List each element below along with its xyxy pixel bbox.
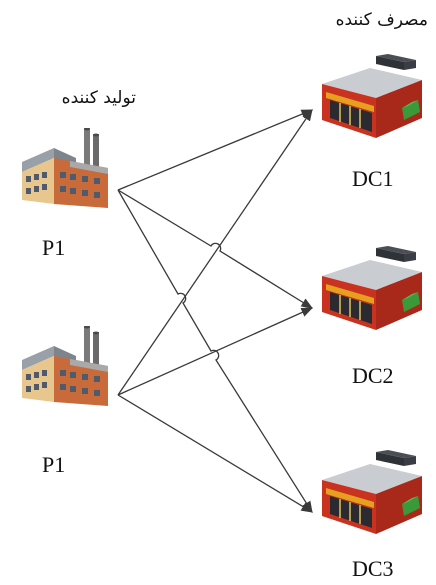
edge-p1-dc1 [117, 109, 314, 191]
factory-icon [22, 128, 108, 208]
factory-icon [22, 326, 108, 406]
edge-p1-dc3 [117, 189, 313, 513]
consumer-label: DC1 [352, 166, 394, 191]
producer-label: P1 [42, 452, 66, 477]
store-icon [322, 54, 422, 138]
producer-header: تولید کننده [61, 88, 136, 108]
store-icon [322, 246, 422, 330]
edge-p2-dc2 [117, 307, 314, 396]
edge-p2-dc3 [117, 394, 314, 513]
store-icon [322, 450, 422, 534]
edge-p1-dc2 [117, 189, 313, 309]
edge-p2-dc1 [117, 109, 313, 396]
producer-label: P1 [42, 235, 66, 260]
consumer-header: مصرف کننده [335, 10, 428, 30]
consumer-label: DC2 [352, 363, 394, 388]
consumer-label: DC3 [352, 556, 394, 581]
